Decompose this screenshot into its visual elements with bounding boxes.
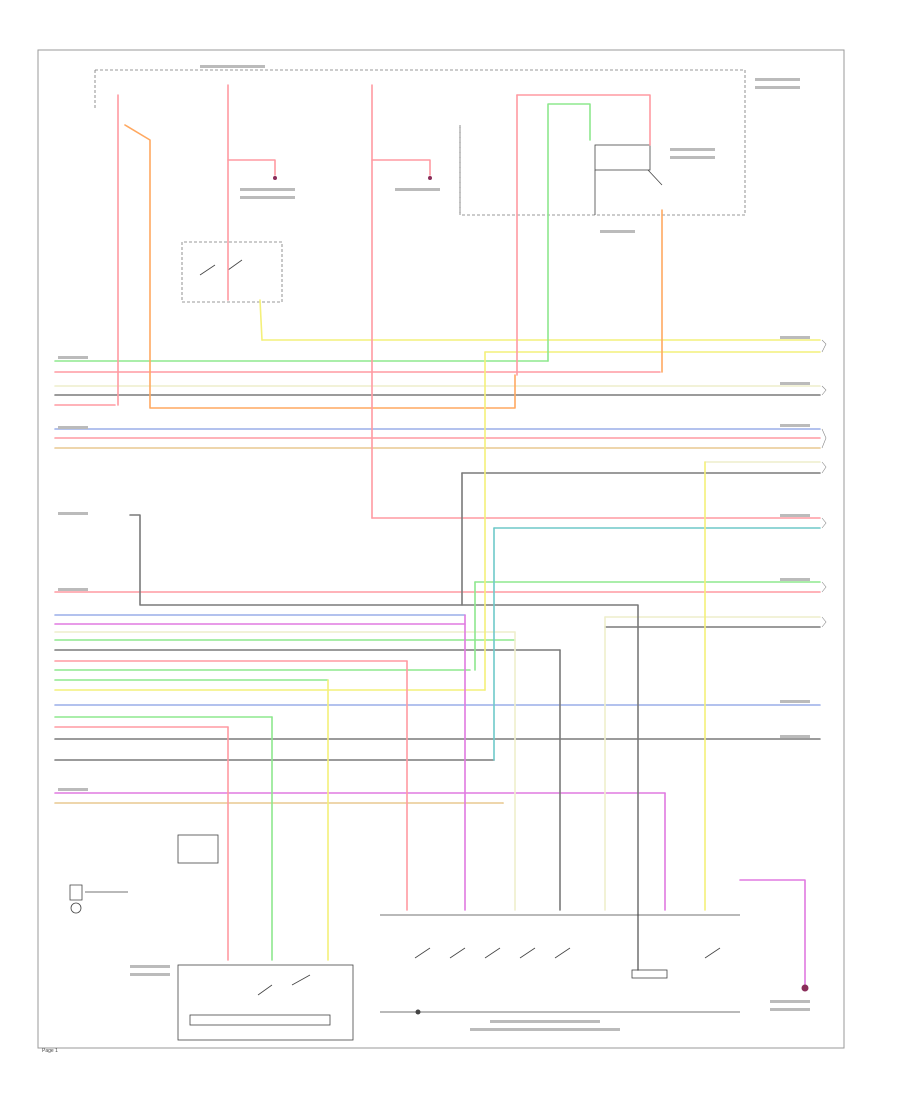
harness-wires [54, 339, 821, 804]
vehicle-speed-sensor [69, 884, 128, 914]
connector-terminals [273, 176, 432, 180]
right-terminals [821, 339, 827, 628]
transmission-solenoid-pack [380, 914, 740, 1015]
page-label: Page 1 [42, 1048, 58, 1054]
output-shaft-speed-sensor [801, 984, 809, 992]
ground-point [415, 1009, 421, 1015]
label-marks [58, 65, 810, 1031]
power-distribution-box [94, 69, 746, 216]
ignition-switch [181, 241, 283, 303]
transmission-control-relay [594, 144, 663, 215]
diagram-frame [37, 49, 845, 1049]
vertical-wires [117, 84, 806, 986]
transmission-range-sensor-box [177, 834, 354, 1041]
